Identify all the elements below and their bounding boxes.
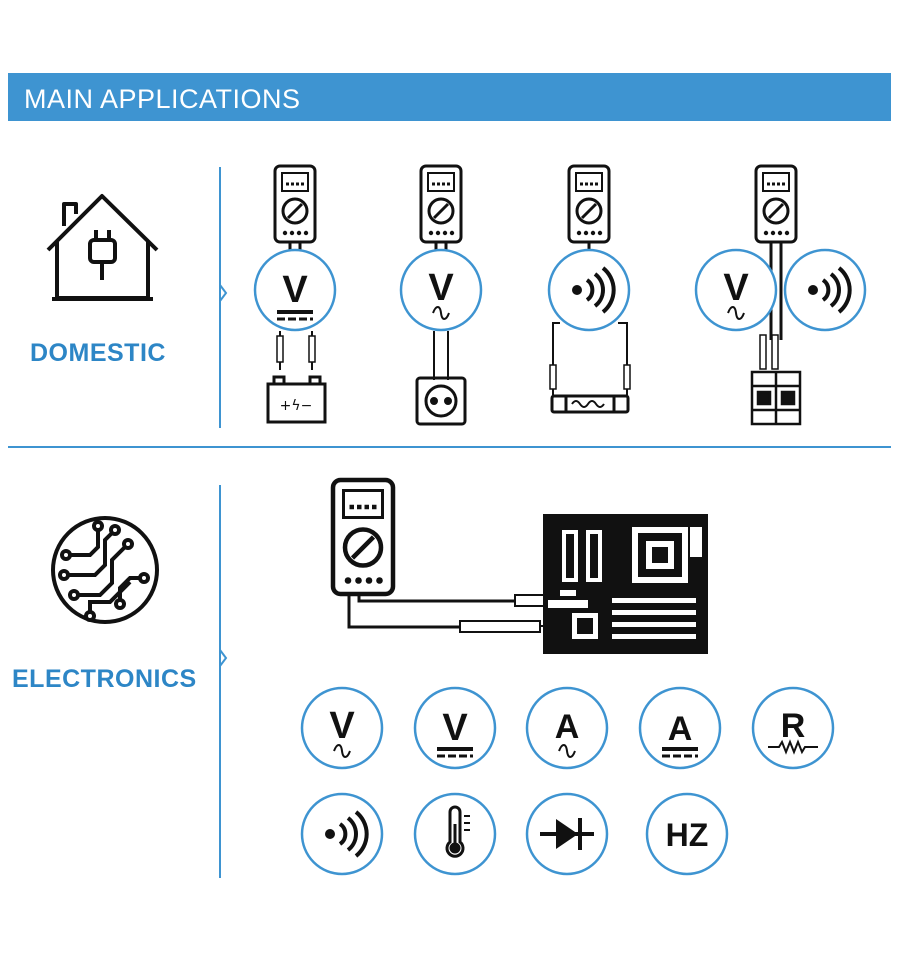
fuse-icon xyxy=(550,394,630,414)
svg-text:V: V xyxy=(329,705,355,747)
power-socket-icon xyxy=(415,376,467,426)
svg-text:+ϟ−: +ϟ− xyxy=(280,398,313,414)
motherboard-icon xyxy=(543,514,708,654)
domestic-breaker-column: V xyxy=(694,164,867,426)
svg-text:A: A xyxy=(668,710,693,748)
function-diode xyxy=(525,792,609,876)
temperature-icon xyxy=(445,805,470,858)
electronics-label: ELECTRONICS xyxy=(12,665,197,693)
function-ac-voltage: V xyxy=(300,686,384,770)
function-resistance: R xyxy=(751,686,835,770)
domestic-dc-voltage-column: V +ϟ− xyxy=(253,164,337,424)
ac-voltage-symbol: V xyxy=(428,267,454,309)
dc-voltage-symbol: V xyxy=(282,269,308,311)
electronics-setup xyxy=(333,480,708,654)
function-continuity xyxy=(300,792,384,876)
header-title: MAIN APPLICATIONS xyxy=(24,84,301,114)
breaker-ac-voltage-symbol: V xyxy=(723,267,749,309)
diode-icon xyxy=(540,818,594,850)
circuit-icon xyxy=(51,516,159,624)
function-dc-voltage: V xyxy=(413,686,497,770)
section-divider xyxy=(8,446,891,448)
domestic-label: DOMESTIC xyxy=(30,339,166,367)
domestic-ac-voltage-column: V xyxy=(399,164,483,426)
function-frequency: HZ xyxy=(645,792,729,876)
circuit-breaker-icon xyxy=(750,370,802,426)
header-bar: MAIN APPLICATIONS xyxy=(8,73,891,121)
house-plug-icon xyxy=(46,194,159,301)
function-temperature xyxy=(413,792,497,876)
battery-icon: +ϟ− xyxy=(266,375,327,424)
domestic-continuity-column xyxy=(547,164,631,414)
svg-text:HZ: HZ xyxy=(666,817,709,853)
function-dc-current: A xyxy=(638,686,722,770)
svg-text:V: V xyxy=(442,707,468,749)
svg-text:R: R xyxy=(781,707,806,745)
function-ac-current: A xyxy=(525,686,609,770)
svg-text:A: A xyxy=(555,708,580,746)
